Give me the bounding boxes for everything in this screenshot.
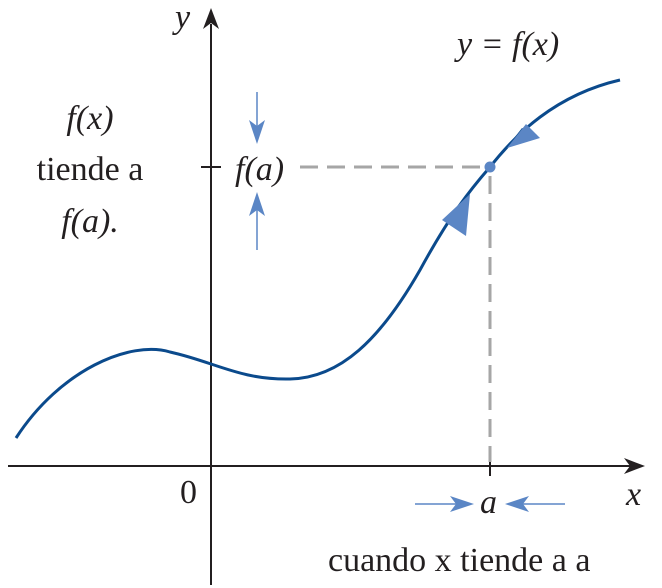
axes (8, 8, 645, 585)
y-axis-label: y (172, 0, 191, 36)
left-text-line2: tiende a (37, 151, 144, 188)
fa-arrow-up-icon (249, 192, 265, 216)
function-curve (14, 78, 621, 439)
curve-arrow-upper-fill-icon (507, 124, 540, 148)
x-axis-label: x (625, 476, 641, 513)
a-arrow-right-icon (450, 496, 474, 512)
limit-point (484, 161, 496, 173)
curve-arrow-lower-icon (442, 194, 470, 236)
y-axis-arrowhead (203, 8, 219, 29)
a-arrow-left-icon (505, 496, 529, 512)
function-label: y = f(x) (454, 26, 559, 63)
fa-tick-label: f(a) (235, 151, 284, 188)
guide-lines (300, 165, 492, 462)
a-convergence-arrows (415, 496, 565, 512)
fa-convergence-arrows (249, 92, 265, 250)
origin-label: 0 (180, 474, 197, 511)
x-axis-arrowhead (624, 458, 645, 474)
bottom-text: cuando x tiende a a (328, 542, 590, 579)
left-text-line1: f(x) (66, 100, 113, 137)
left-text-line3: f(a). (61, 203, 119, 240)
a-tick-label: a (480, 484, 497, 521)
fa-arrow-down-icon (249, 120, 265, 144)
